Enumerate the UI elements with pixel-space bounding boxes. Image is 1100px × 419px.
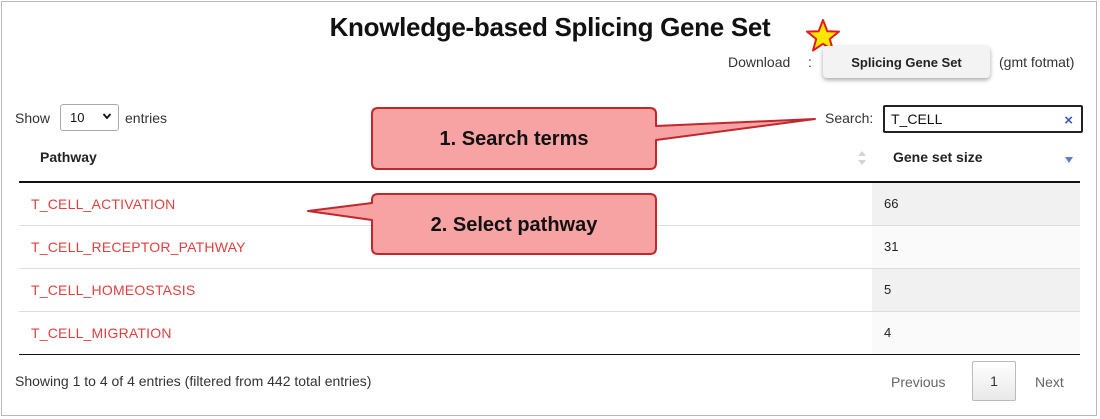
callout-select-pathway: 2. Select pathway	[430, 214, 598, 236]
download-label: Download	[728, 54, 791, 70]
show-label: Show	[15, 110, 51, 126]
gene-set-size-value: 66	[884, 196, 899, 211]
entries-per-page-value: 10	[70, 110, 85, 125]
search-input[interactable]: T_CELL ×	[883, 105, 1083, 133]
pathway-link[interactable]: T_CELL_ACTIVATION	[31, 196, 176, 212]
sort-icon[interactable]	[857, 150, 867, 166]
next-page-button[interactable]: Next	[1035, 374, 1064, 390]
table-row[interactable]: T_CELL_HOMEOSTASIS 5	[19, 269, 1080, 312]
download-gene-set-button[interactable]: Splicing Gene Set	[823, 46, 990, 78]
table-bottom-divider	[19, 354, 1080, 355]
search-label: Search:	[825, 110, 874, 126]
previous-page-button[interactable]: Previous	[891, 374, 946, 390]
download-format-note: (gmt fotmat)	[999, 54, 1075, 70]
gene-set-size-value: 4	[884, 325, 892, 340]
entries-per-page-select[interactable]: 10	[60, 104, 119, 131]
sort-desc-icon[interactable]	[1064, 156, 1074, 164]
entries-label: entries	[125, 110, 168, 126]
table-header-divider	[19, 181, 1080, 183]
gene-set-size-cell: 4	[872, 312, 1080, 354]
gene-set-size-value: 5	[884, 282, 892, 297]
gene-set-size-cell: 31	[872, 226, 1080, 268]
page-title: Knowledge-based Splicing Gene Set	[329, 12, 771, 42]
download-colon: :	[808, 54, 812, 70]
close-icon[interactable]: ×	[1064, 112, 1073, 129]
table-info-text: Showing 1 to 4 of 4 entries (filtered fr…	[15, 373, 372, 389]
pathway-link[interactable]: T_CELL_MIGRATION	[31, 325, 172, 341]
column-header-gene-set-size[interactable]: Gene set size	[893, 149, 983, 165]
chevron-down-icon	[102, 113, 112, 120]
callout-search-terms: 1. Search terms	[439, 128, 589, 150]
pathway-link[interactable]: T_CELL_RECEPTOR_PATHWAY	[31, 239, 246, 255]
pathway-link[interactable]: T_CELL_HOMEOSTASIS	[31, 282, 196, 298]
gene-set-size-cell: 66	[872, 183, 1080, 225]
gene-set-size-cell: 5	[872, 269, 1080, 311]
search-input-value: T_CELL	[891, 111, 943, 127]
gene-set-size-value: 31	[884, 239, 899, 254]
table-row[interactable]: T_CELL_MIGRATION 4	[19, 312, 1080, 355]
page-1-button[interactable]: 1	[972, 361, 1016, 401]
star-icon	[806, 19, 840, 52]
column-header-pathway[interactable]: Pathway	[40, 149, 97, 165]
